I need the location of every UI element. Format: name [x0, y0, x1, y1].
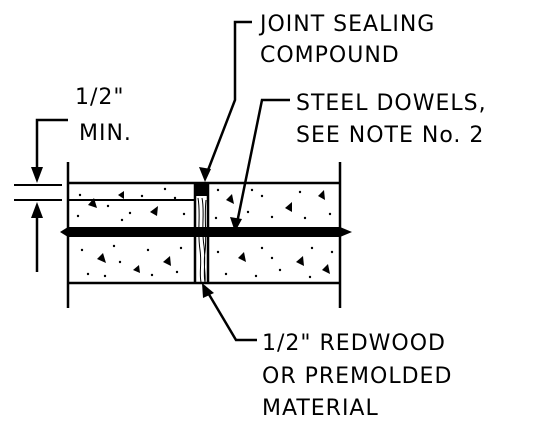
- joint-sealing-label: JOINT SEALING COMPOUND: [258, 12, 435, 68]
- half-inch-min-label-line1: 1/2": [75, 85, 125, 110]
- concrete-aggregate-left: [76, 187, 186, 278]
- redwood-label-line2: OR PREMOLDED: [262, 364, 452, 389]
- steel-dowel-bar: [60, 227, 352, 237]
- redwood-label: 1/2" REDWOOD OR PREMOLDED MATERIAL: [262, 331, 452, 421]
- joint-sealing-label-line1: JOINT SEALING: [258, 12, 435, 37]
- redwood-label-line1: 1/2" REDWOOD: [262, 331, 446, 356]
- joint-sealing-leader: [203, 20, 252, 179]
- joint-sealing-label-line2: COMPOUND: [260, 43, 400, 68]
- steel-dowels-label: STEEL DOWELS, SEE NOTE No. 2: [296, 91, 487, 148]
- redwood-label-line3: MATERIAL: [262, 396, 379, 421]
- steel-dowels-label-line2: SEE NOTE No. 2: [296, 123, 484, 148]
- min-dimension-lower-arrowhead: [31, 202, 43, 218]
- redwood-arrowhead: [202, 283, 214, 298]
- half-inch-min-label-line2: MIN.: [79, 121, 132, 146]
- joint-sealing-compound: [195, 183, 208, 196]
- half-inch-min-label: 1/2" MIN.: [75, 85, 132, 146]
- steel-dowels-leader: [234, 98, 290, 229]
- concrete-aggregate-right: [214, 188, 334, 279]
- min-dimension-upper-leader: [35, 118, 68, 176]
- redwood-filler-grain: [197, 197, 207, 283]
- joint-sealing-arrowhead: [199, 167, 211, 182]
- steel-dowels-arrowhead: [230, 217, 242, 232]
- redwood-leader: [202, 285, 257, 342]
- min-dimension-upper-arrowhead: [31, 167, 43, 183]
- steel-dowels-label-line1: STEEL DOWELS,: [296, 91, 487, 116]
